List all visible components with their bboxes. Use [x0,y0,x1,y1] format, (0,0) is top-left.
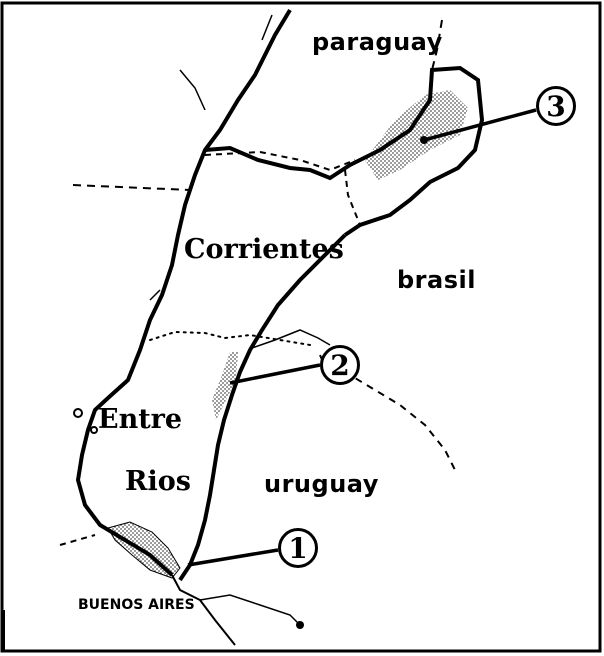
region-3-shading [365,90,468,180]
tributary [261,14,273,41]
uruguay-river [178,233,347,582]
label-brasil: brasil [397,266,476,294]
region-2-shading [212,352,238,420]
town-dot [90,426,98,434]
tributary [179,69,206,111]
border-line [204,150,356,172]
tributary [251,329,331,349]
town-dot [73,408,83,418]
label-paraguay: paraguay [312,28,443,56]
marker-3: 3 [536,86,576,126]
leader-line-1 [187,548,279,567]
border-line [344,169,361,226]
border-line [431,19,443,71]
label-entre-rios-line2: Rios [125,466,191,497]
border-line [72,184,191,191]
leader-dot-3 [420,136,428,144]
border-line [59,534,96,546]
delta-river [199,594,301,626]
province-border [149,330,311,346]
parana-river [75,8,292,577]
marker-2: 2 [320,345,360,385]
label-buenos-aires: BUENOS AIRES [78,597,195,613]
tributary [149,289,161,301]
marker-1: 1 [278,528,318,568]
leader-line-3 [423,108,537,142]
leader-line-2 [229,363,321,385]
label-uruguay: uruguay [264,470,379,498]
label-entre-rios-line1: Entre [98,404,183,435]
label-corrientes: Corrientes [184,234,344,265]
town-dot [296,621,304,629]
parana-north [204,65,485,237]
